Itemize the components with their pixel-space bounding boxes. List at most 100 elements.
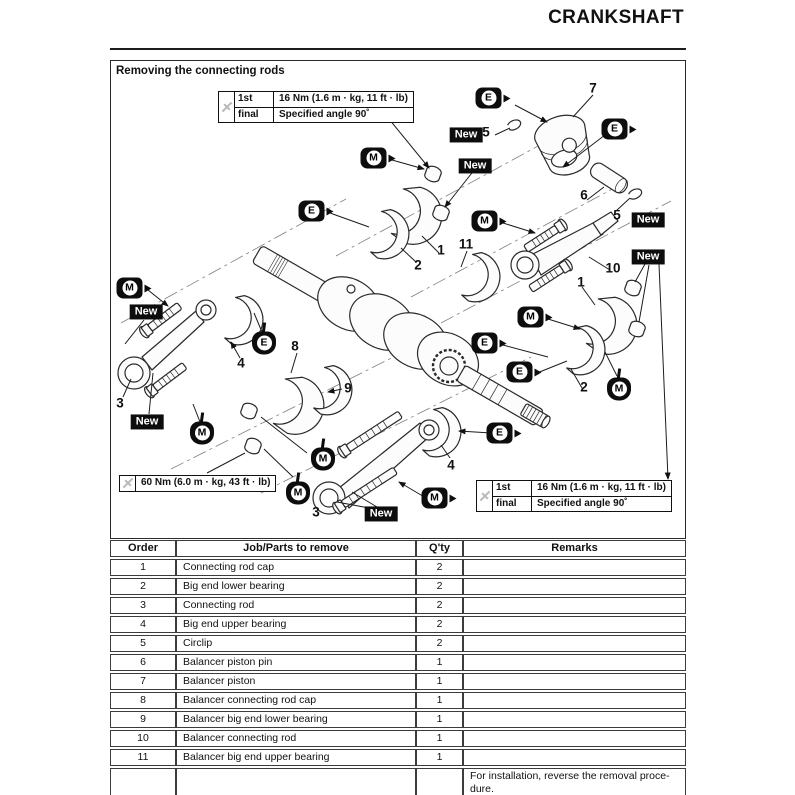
new-label: New [631,249,665,265]
crankshaft-and-parts [117,114,648,517]
callout-2: 2 [414,257,422,273]
torque-rows: 60 Nm (6.0 m · kg, 43 ft · lb) [136,476,275,491]
torque-stage-label: 1st [493,481,532,496]
torque-spec-box-bottom-left: 60 Nm (6.0 m · kg, 43 ft · lb) [119,475,277,492]
callout-11: 11 [458,236,474,252]
torque-value: 60 Nm (6.0 m · kg, 43 ft · lb) [141,477,271,488]
wrench-icon [477,481,493,511]
symbol-letter: M [366,150,381,166]
new-label: New [449,127,483,143]
table-cell: 1 [416,730,463,747]
symbol-badge: E [506,361,533,383]
table-cell [110,768,176,795]
symbol-badge: M [607,377,631,401]
engine-oil-symbol-can: E [252,331,276,355]
table-cell: Balancer connecting rod [176,730,416,747]
symbol-badge: E [471,332,498,354]
table-cell [463,730,686,747]
table-cell: 2 [416,559,463,576]
table-cell: 2 [416,578,463,595]
symbol-letter: E [477,335,492,351]
symbol-letter: M [427,490,442,506]
table-cell [416,768,463,795]
new-label: New [631,212,665,228]
symbol-letter: M [315,451,331,467]
new-label: New [130,414,164,430]
callout-6: 6 [580,187,588,203]
molybdenum-oil-symbol-flag: M [360,147,396,169]
table-cell: 1 [416,654,463,671]
table-cell: 2 [416,616,463,633]
symbol-badge: E [475,87,502,109]
symbol-letter: M [523,309,538,325]
symbol-badge: M [190,421,214,445]
symbol-badge: M [116,277,143,299]
table-cell: 4 [110,616,176,633]
symbol-badge: M [286,481,310,505]
table-cell: Circlip [176,635,416,652]
footer-remarks-line: For installation, reverse the removal pr… [470,770,670,782]
callout-5: 5 [482,124,490,140]
symbol-letter: E [256,335,272,351]
symbol-badge: E [601,118,628,140]
callout-10: 10 [605,260,621,276]
wrench-icon [219,92,235,122]
table-cell [463,578,686,595]
torque-stage-label: 1st [235,92,274,107]
molybdenum-oil-symbol-flag: M [421,487,457,509]
symbol-badge: M [421,487,448,509]
col-header: Order [110,540,176,557]
table-cell: 5 [110,635,176,652]
table-cell: 8 [110,692,176,709]
table-cell: Big end upper bearing [176,616,416,633]
molybdenum-oil-symbol-can: M [286,481,310,505]
callout-4: 4 [237,355,245,371]
table-cell: 1 [416,673,463,690]
molybdenum-oil-symbol-flag: M [471,210,507,232]
table-cell: Big end lower bearing [176,578,416,595]
table-cell: 2 [416,635,463,652]
table-cell: 2 [110,578,176,595]
table-cell [463,616,686,633]
table-cell [463,673,686,690]
table-cell: Balancer big end lower bearing [176,711,416,728]
engine-oil-symbol-flag: E [471,332,507,354]
table-cell: 6 [110,654,176,671]
symbol-badge: M [471,210,498,232]
symbol-badge: E [298,200,325,222]
engine-oil-symbol-flag: E [475,87,511,109]
table-cell: Balancer connecting rod cap [176,692,416,709]
footer-remarks-cell: For installation, reverse the removal pr… [463,768,686,795]
table-cell: Connecting rod [176,597,416,614]
wrench-icon [120,476,136,491]
symbol-letter: E [512,364,527,380]
torque-value: Specified angle 90˚ [537,497,628,509]
table-cell [463,559,686,576]
page-title: CRANKSHAFT [548,7,684,28]
table-cell [463,597,686,614]
table-cell [463,711,686,728]
torque-stage-label: final [235,107,274,122]
col-header: Q'ty [416,540,463,557]
engine-oil-symbol-flag: E [298,200,334,222]
callout-1: 1 [437,242,445,258]
table-cell [463,635,686,652]
table-footer-row: For installation, reverse the removal pr… [110,768,686,795]
molybdenum-oil-symbol-can: M [311,447,335,471]
molybdenum-oil-symbol-can: M [190,421,214,445]
table-cell: 3 [110,597,176,614]
new-label: New [458,158,492,174]
new-label: New [129,304,163,320]
